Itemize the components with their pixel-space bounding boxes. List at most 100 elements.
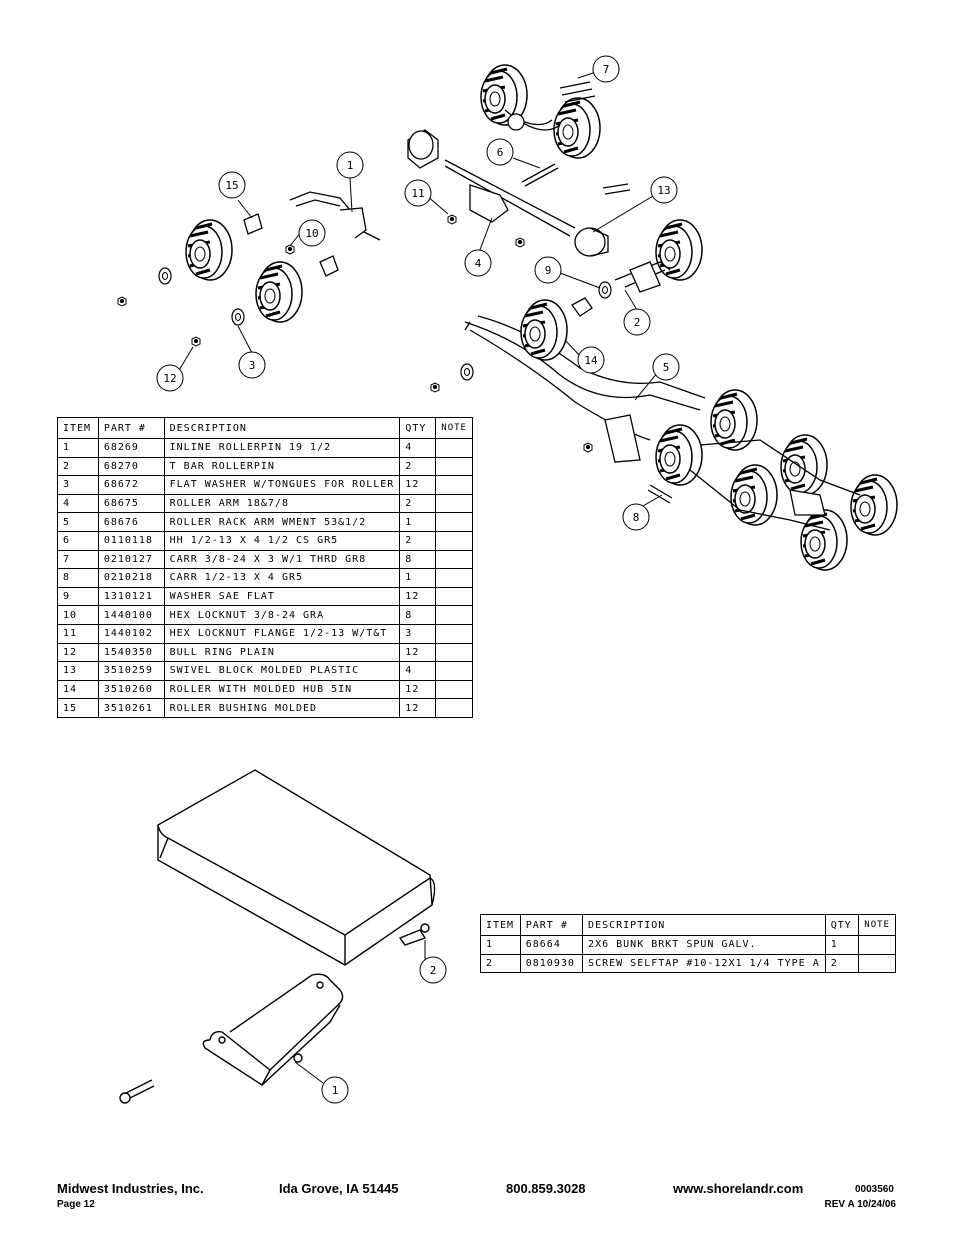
col-part: PART # [519,914,584,936]
cell-part: 3510259 [97,661,165,681]
cell-part: 1440102 [97,623,165,644]
callout-8: 8 [622,503,650,531]
cell-part: 0210127 [97,549,165,570]
cell-part: 3510261 [97,698,165,718]
cell-description: ROLLER ARM 18&7/8 [163,493,401,514]
cell-note [435,661,473,681]
svg-text:11: 11 [411,187,424,200]
cell-qty: 1 [824,935,860,955]
cell-qty: 2 [399,530,437,551]
callout-13: 13 [650,176,678,204]
callout-2: 2 [623,308,651,336]
footer-doc-number: 0003560 [855,1184,894,1195]
cell-description: CARR 3/8-24 X 3 W/1 THRD GR8 [163,549,401,570]
cell-item: 11 [57,623,99,644]
cell-note [858,935,896,955]
svg-text:2: 2 [634,316,641,329]
callout-5: 5 [652,353,680,381]
cell-qty: 3 [399,623,437,644]
callout-15: 15 [218,171,246,199]
cell-note [435,438,473,458]
cell-item: 12 [57,642,99,663]
callout-10: 10 [298,219,326,247]
cell-description: SWIVEL BLOCK MOLDED PLASTIC [163,661,401,681]
cell-item: 7 [57,549,99,570]
callout-7: 7 [592,55,620,83]
svg-text:5: 5 [663,361,670,374]
svg-text:1: 1 [347,159,354,172]
cell-part: 68269 [97,438,165,458]
cell-note [858,953,896,974]
svg-text:3: 3 [249,359,256,372]
cell-part: 1540350 [97,642,165,663]
cell-note [435,456,473,477]
table-header-row: ITEM PART # DESCRIPTION QTY NOTE [57,417,473,439]
cell-note [435,623,473,644]
cell-qty: 1 [399,512,437,532]
svg-text:12: 12 [163,372,176,385]
callout-3: 3 [238,351,266,379]
callout-12: 12 [156,364,184,392]
cell-note [435,568,473,588]
svg-text:14: 14 [584,354,598,367]
cell-part: 68270 [97,456,165,477]
cell-description: CARR 1/2-13 X 4 GR5 [163,568,401,588]
cell-note [435,605,473,625]
cell-part: 68664 [519,935,584,955]
cell-item: 1 [57,438,99,458]
cell-part: 1310121 [97,586,165,607]
cell-note [435,586,473,607]
cell-item: 1 [480,935,521,955]
cell-description: WASHER SAE FLAT [163,586,401,607]
cell-description: HH 1/2-13 X 4 1/2 CS GR5 [163,530,401,551]
cell-item: 9 [57,586,99,607]
cell-qty: 8 [399,549,437,570]
roller-assembly-drawing [117,63,899,572]
cell-note [435,549,473,570]
cell-description: INLINE ROLLERPIN 19 1/2 [163,438,401,458]
cell-part: 3510260 [97,679,165,700]
cell-description: BULL RING PLAIN [163,642,401,663]
svg-text:13: 13 [657,184,670,197]
cell-qty: 1 [399,568,437,588]
callouts-top: 1 2 3 4 5 6 7 8 9 10 11 12 13 14 15 [156,55,680,531]
cell-qty: 12 [399,586,437,607]
cell-qty: 4 [399,438,437,458]
cell-item: 5 [57,512,99,532]
cell-qty: 12 [399,698,437,718]
cell-part: 1440100 [97,605,165,625]
col-part: PART # [97,417,165,439]
svg-text:8: 8 [633,511,640,524]
cell-part: 68675 [97,493,165,514]
col-description: DESCRIPTION [163,417,401,439]
col-qty: QTY [824,914,860,936]
cell-note [435,493,473,514]
cell-qty: 2 [824,953,860,974]
footer-revision: REV A 10/24/06 [824,1199,896,1210]
cell-qty: 12 [399,679,437,700]
cell-note [435,642,473,663]
callout-6: 6 [486,138,514,166]
callout-1: 1 [336,151,364,179]
cell-description: SCREW SELFTAP #10-12X1 1/4 TYPE A [582,953,826,974]
cell-description: HEX LOCKNUT 3/8-24 GRA [163,605,401,625]
col-description: DESCRIPTION [582,914,826,936]
callouts-bottom: 1 2 [321,956,447,1104]
cell-item: 13 [57,661,99,681]
cell-qty: 4 [399,661,437,681]
svg-text:7: 7 [603,63,610,76]
